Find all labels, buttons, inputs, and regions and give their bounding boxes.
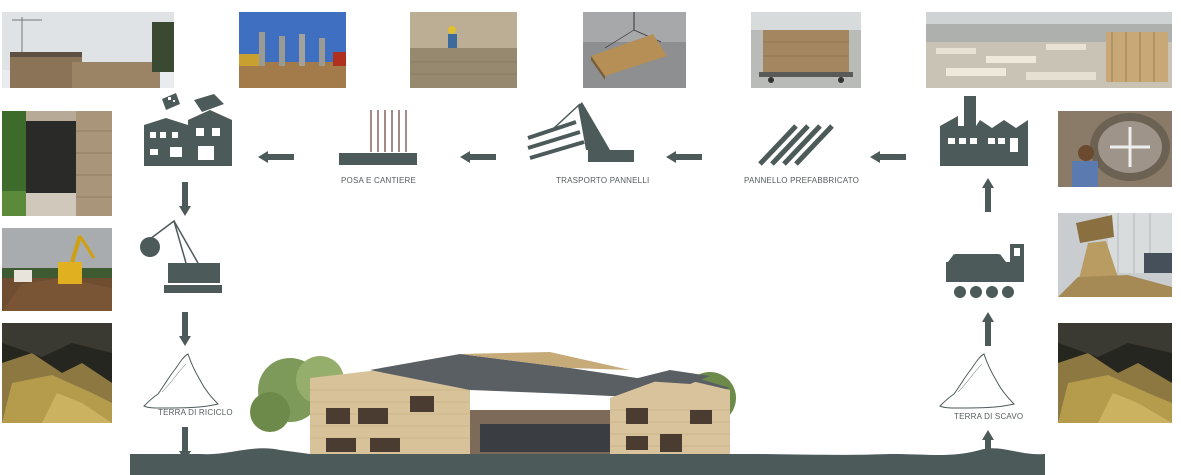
photo-earth-unloading (1058, 213, 1172, 297)
crane-truck-icon (524, 100, 636, 168)
photo-finished-building (2, 12, 174, 88)
buildings-icon (142, 92, 236, 166)
arrow-down-1 (179, 182, 191, 216)
photo-panel-worker (410, 12, 517, 88)
label-posa-cantiere: POSA E CANTIERE (341, 176, 417, 185)
arrow-left-3 (666, 151, 702, 163)
label-trasporto-pannelli: TRASPORTO PANNELLI (556, 176, 650, 185)
photo-building-facade (2, 111, 112, 216)
crane-pile-driver-icon (138, 219, 224, 295)
photo-earth-mixing (1058, 111, 1172, 187)
photo-excavator (2, 228, 112, 311)
arrow-down-2 (179, 312, 191, 346)
label-pannello-prefabbricato: PANNELLO PREFABBRICATO (744, 176, 860, 185)
photo-factory-hall (926, 12, 1172, 88)
label-terra-scavo: TERRA DI SCAVO (954, 412, 1024, 421)
photo-earth-right (1058, 323, 1172, 423)
earth-pile-icon-left (142, 352, 222, 410)
building-render (130, 350, 1045, 475)
dump-truck-icon (944, 242, 1026, 300)
photo-earth-left (2, 323, 112, 423)
factory-icon (938, 96, 1030, 166)
earth-pile-icon-right (938, 352, 1018, 410)
arrow-left-4 (870, 151, 906, 163)
arrow-down-3 (179, 427, 191, 461)
photo-factory-panel (751, 12, 861, 88)
photo-construction-site (239, 12, 346, 88)
arrow-left-2 (460, 151, 496, 163)
photo-panel-lifted (583, 12, 686, 88)
panels-stack-icon (756, 122, 834, 168)
label-terra-riciclo: TERRA DI RICICLO (158, 408, 233, 417)
arrow-up-1 (982, 178, 994, 212)
installation-site-icon (338, 108, 418, 166)
arrow-left-1 (258, 151, 294, 163)
arrow-up-2 (982, 312, 994, 346)
